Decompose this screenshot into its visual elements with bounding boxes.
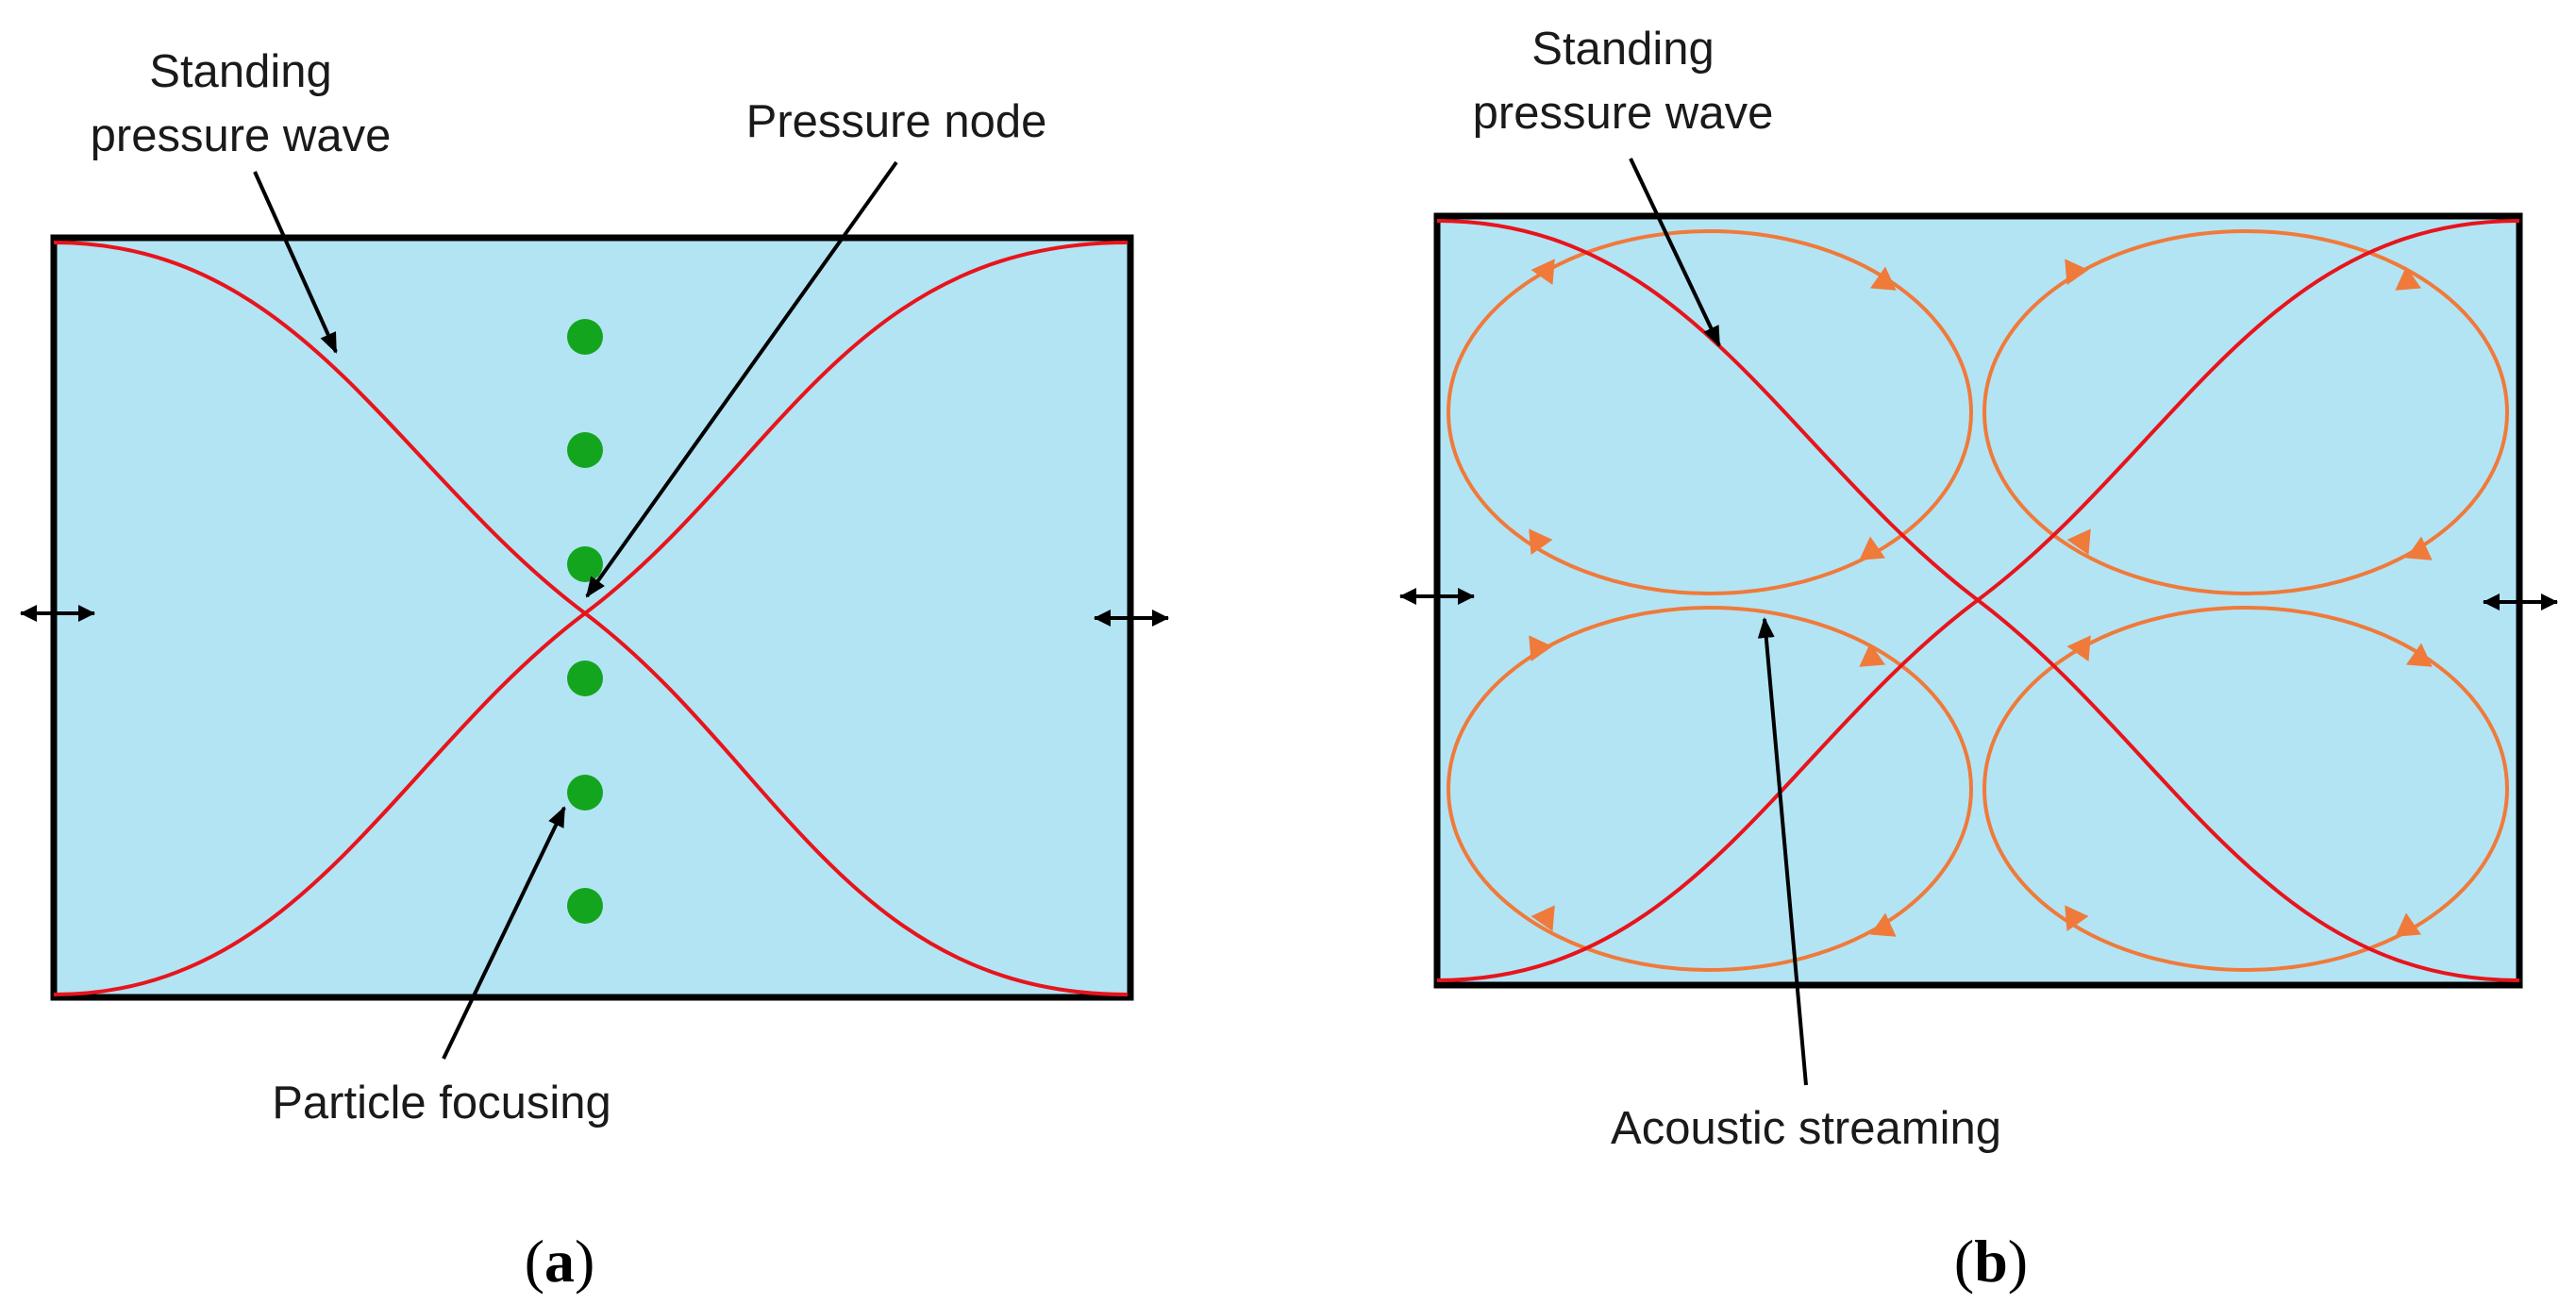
streaming-arrow [1859,643,1886,667]
standing-wave-a-2 [53,241,1129,996]
streaming-arrow [2065,259,2089,286]
caption-b: (b) [1954,1228,2028,1295]
streaming-arrow [1859,536,1886,560]
particle [567,432,603,468]
particle [567,775,603,811]
streaming-arrow [2395,266,2422,291]
streaming-arrow [1869,912,1897,937]
particle [567,888,603,924]
pointer-standing-b [1629,158,1721,347]
label-standing-b-line2: pressure wave [1473,88,1774,139]
caption-a: (a) [525,1228,595,1295]
particle [567,660,603,696]
particles-a [567,319,603,924]
pointer-focusing-a [442,806,566,1060]
streaming-arrow [1529,635,1553,662]
streaming-arrowheads-b [1529,259,2433,937]
streaming-arrow [1531,259,1555,286]
vortex-top-right [1982,229,2509,595]
pointer-node-a [585,160,898,598]
streaming-arrow [2405,643,2433,667]
streaming-arrow [2065,905,2089,932]
panel-b: Standing pressure wave Acoustic streamin… [1399,24,2558,1295]
particle [567,546,603,582]
streaming-vortices-b [1447,229,2509,972]
particle [567,319,603,355]
streaming-arrow [2066,528,2091,556]
panel-a: Standing pressure wave Pressure node Par… [20,46,1169,1295]
vortex-top-left [1447,229,1973,595]
streaming-arrow [1869,266,1897,291]
streaming-arrow [2405,536,2433,560]
standing-wave-b-2 [1436,219,2520,982]
streaming-arrow [1529,528,1553,556]
vortex-bottom-left [1447,606,1973,972]
pointer-streaming-b [1757,617,1808,1086]
label-standing-b-line1: Standing [1531,24,1714,75]
streaming-arrow [2395,912,2422,937]
label-standing-a-line2: pressure wave [91,110,392,161]
label-pressure-node: Pressure node [746,96,1047,147]
pointer-standing-a [253,171,338,354]
streaming-arrow [1531,905,1555,932]
label-acoustic-streaming: Acoustic streaming [1611,1103,2001,1154]
label-particle-focusing: Particle focusing [272,1078,611,1128]
vortex-bottom-right [1982,606,2509,972]
label-standing-a-line1: Standing [149,46,331,97]
streaming-arrow [2066,635,2091,662]
